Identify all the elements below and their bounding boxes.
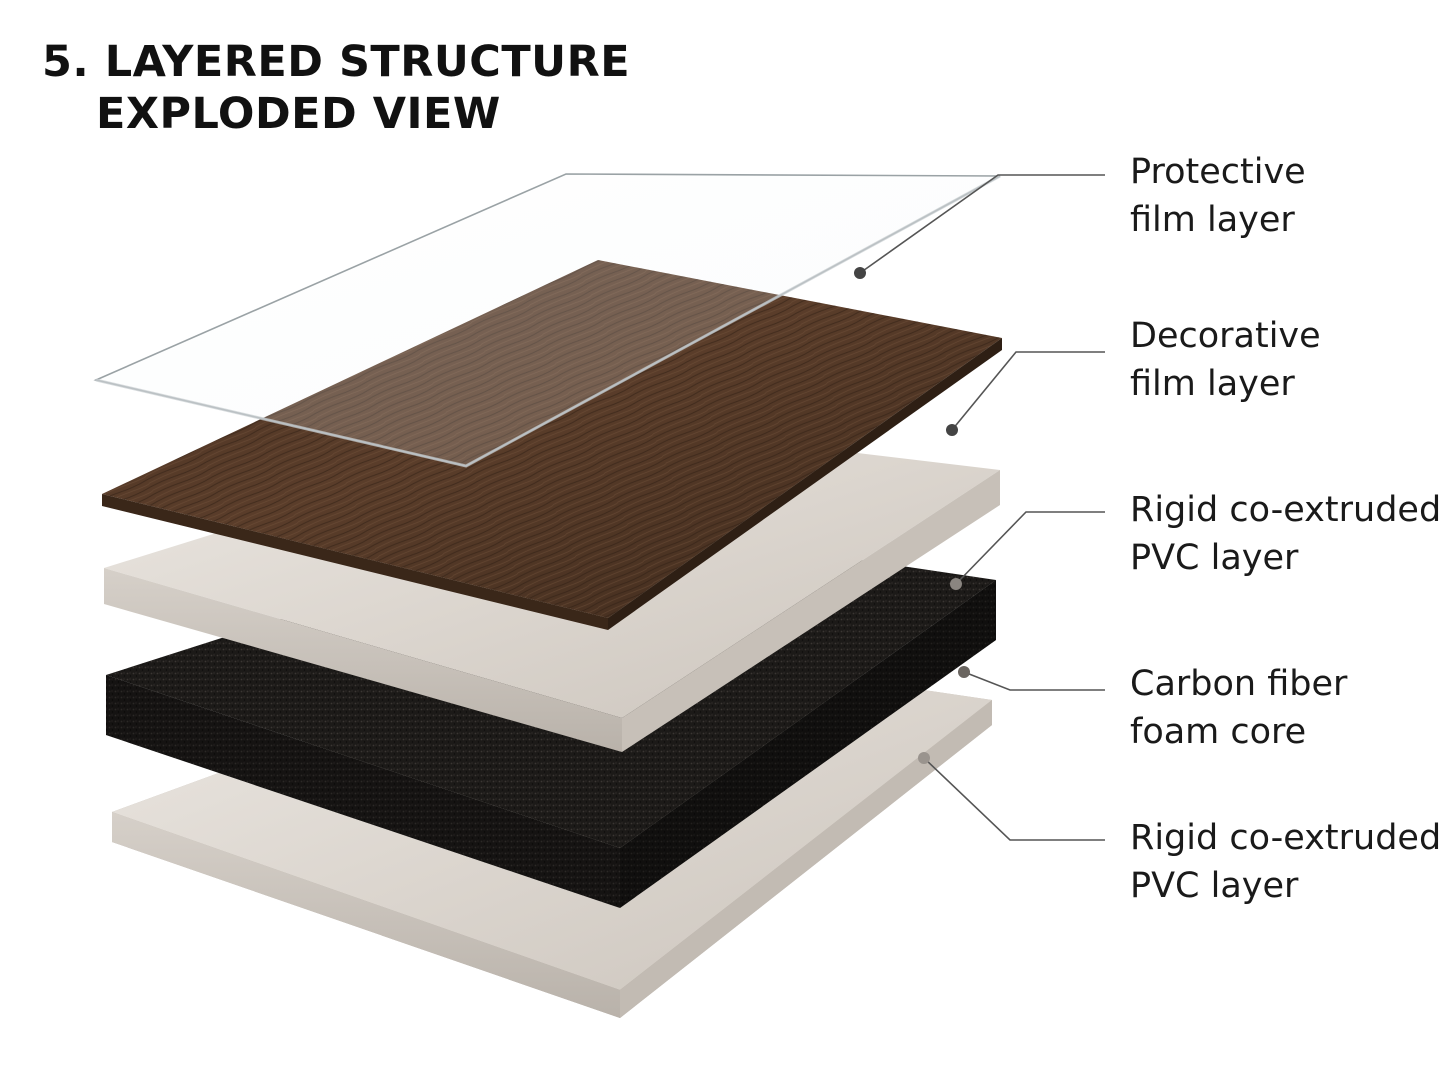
- dot-pvc-top: [950, 578, 962, 590]
- leader-dots: [854, 267, 970, 764]
- label-foam-core: Carbon fiber foam core: [1130, 660, 1347, 756]
- leader-lines: [859, 174, 1105, 841]
- leader-pvc-top: [955, 511, 1105, 585]
- label-protective-line-2: film layer: [1130, 200, 1295, 240]
- dot-decorative: [946, 424, 958, 436]
- label-pvc-bottom-line-2: PVC layer: [1130, 866, 1299, 906]
- dot-foam: [958, 666, 970, 678]
- label-protective-line-1: Protective: [1130, 152, 1306, 192]
- label-pvc-top: Rigid co-extruded PVC layer: [1130, 486, 1441, 582]
- diagram-title: 5. LAYERED STRUCTURE EXPLODED VIEW: [42, 36, 630, 140]
- label-decorative-line-1: Decorative: [1130, 316, 1321, 356]
- label-pvc-bottom-line-1: Rigid co-extruded: [1130, 818, 1442, 858]
- label-protective-film: Protective film layer: [1130, 148, 1306, 244]
- protective-film-layer: [93, 173, 1001, 468]
- decorative-wood-layer: [102, 260, 1002, 630]
- leader-foam: [963, 671, 1105, 691]
- label-decorative-line-2: film layer: [1130, 364, 1295, 404]
- label-pvc-top-line-2: PVC layer: [1130, 538, 1299, 578]
- dot-protective: [854, 267, 866, 279]
- leader-decorative: [951, 351, 1105, 431]
- dot-pvc-bottom: [918, 752, 930, 764]
- leader-pvc-bottom: [923, 757, 1105, 841]
- leader-protective: [859, 174, 1105, 274]
- label-pvc-bottom: Rigid co-extruded PVC layer: [1130, 814, 1441, 910]
- label-foam-line-2: foam core: [1130, 712, 1307, 752]
- title-line-1: 5. LAYERED STRUCTURE: [42, 37, 631, 87]
- label-foam-line-1: Carbon fiber: [1130, 664, 1348, 704]
- label-decorative-film: Decorative film layer: [1130, 312, 1321, 408]
- title-line-2: EXPLODED VIEW: [96, 89, 501, 139]
- label-pvc-top-line-1: Rigid co-extruded: [1130, 490, 1442, 530]
